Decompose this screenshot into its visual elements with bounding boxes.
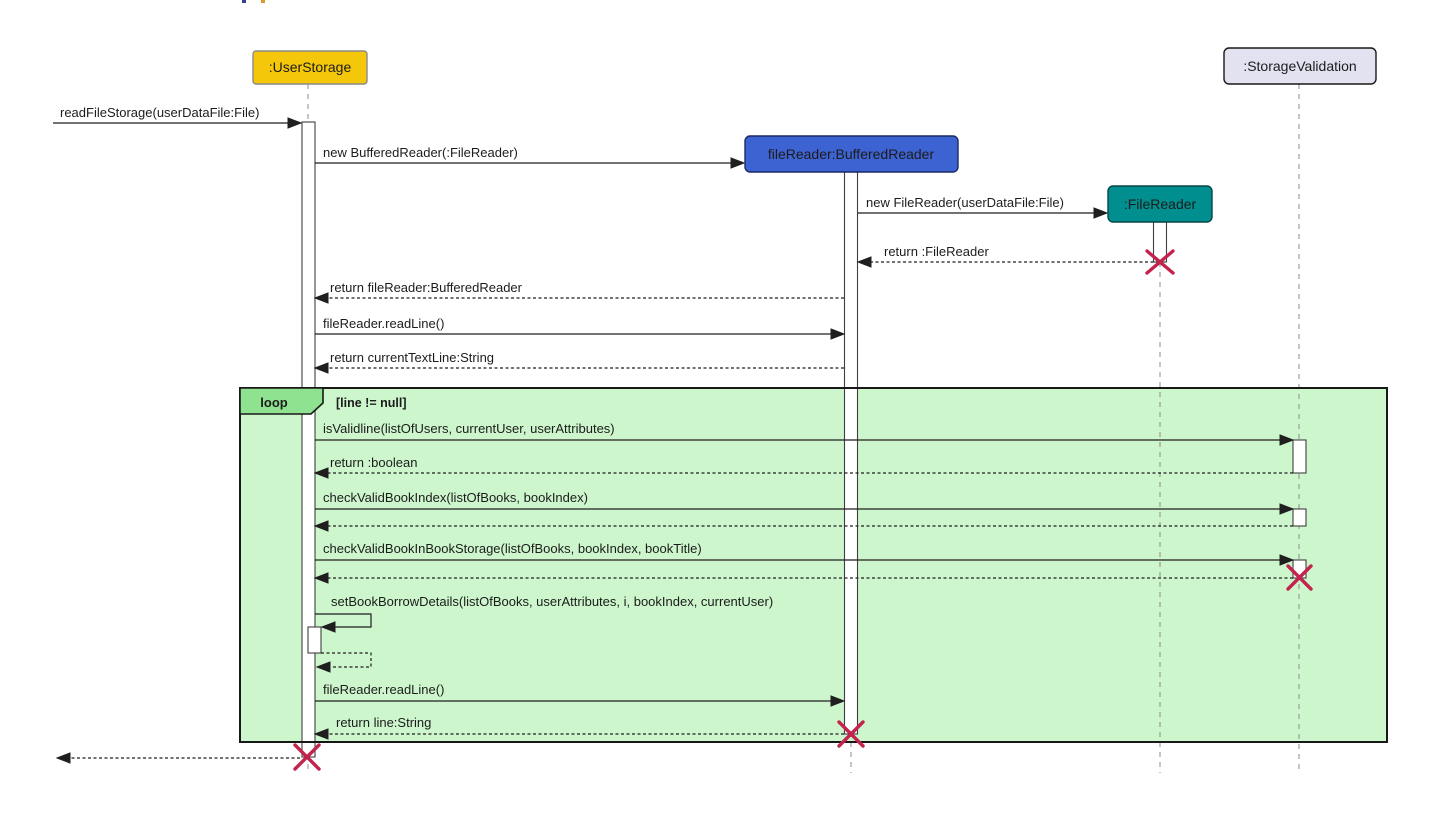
participant-box bbox=[1223, 47, 1377, 85]
participant-bufferedreader: fileReader:BufferedReader bbox=[744, 135, 959, 173]
message-label: isValidline(listOfUsers, currentUser, us… bbox=[323, 421, 615, 436]
message-final-return bbox=[55, 752, 300, 764]
participant-label: fileReader:BufferedReader bbox=[768, 146, 935, 162]
destroy-x-filereader bbox=[1145, 249, 1175, 275]
message-return-unlabeled-2 bbox=[313, 572, 1293, 584]
message-label: setBookBorrowDetails(listOfBooks, userAt… bbox=[331, 594, 773, 609]
message-label: checkValidBookIndex(listOfBooks, bookInd… bbox=[323, 490, 588, 505]
message-checkvalidbookindex: checkValidBookIndex(listOfBooks, bookInd… bbox=[315, 490, 1295, 515]
message-label: new BufferedReader(:FileReader) bbox=[323, 145, 518, 160]
message-setbookborrowdetails-self: setBookBorrowDetails(listOfBooks, userAt… bbox=[315, 594, 773, 633]
message-self-return bbox=[315, 652, 372, 673]
activation-storagevalidation-1 bbox=[1292, 439, 1307, 474]
message-isvalidline: isValidline(listOfUsers, currentUser, us… bbox=[315, 421, 1295, 446]
message-checkvalidbookinbookstorage: checkValidBookInBookStorage(listOfBooks,… bbox=[315, 541, 1295, 566]
message-readline-2: fileReader.readLine() bbox=[315, 682, 846, 707]
destroy-x-bufferedreader bbox=[837, 720, 865, 748]
message-return-bufferedreader: return fileReader:BufferedReader bbox=[313, 280, 844, 304]
message-return-unlabeled-1 bbox=[313, 520, 1293, 532]
participant-userstorage: :UserStorage bbox=[252, 50, 368, 85]
message-new-filereader: new FileReader(userDataFile:File) bbox=[858, 195, 1109, 219]
message-label: return fileReader:BufferedReader bbox=[330, 280, 523, 295]
message-label: return :boolean bbox=[330, 455, 417, 470]
loop-operator-label: loop bbox=[260, 395, 287, 410]
message-return-line: return line:String bbox=[313, 715, 844, 740]
participant-label: :UserStorage bbox=[269, 59, 352, 75]
participant-box bbox=[252, 50, 368, 85]
destroy-x-storagevalidation bbox=[1286, 564, 1313, 591]
loop-operator-pentagon bbox=[239, 387, 324, 415]
activation-storagevalidation-2 bbox=[1292, 508, 1307, 527]
message-new-bufferedreader: new BufferedReader(:FileReader) bbox=[315, 145, 746, 169]
artifact-mark bbox=[261, 0, 265, 3]
participant-filereader: :FileReader bbox=[1107, 185, 1213, 223]
participant-box bbox=[1107, 185, 1213, 223]
cropped-text-artifact bbox=[242, 0, 265, 3]
destroy-x-userstorage bbox=[293, 743, 321, 771]
participant-label: :FileReader bbox=[1124, 196, 1197, 212]
participant-box bbox=[744, 135, 959, 173]
activation-bufferedreader bbox=[843, 171, 859, 735]
message-label: readFileStorage(userDataFile:File) bbox=[60, 105, 259, 120]
message-label: return currentTextLine:String bbox=[330, 350, 494, 365]
participant-storagevalidation: :StorageValidation bbox=[1223, 47, 1377, 85]
message-readline-1: fileReader.readLine() bbox=[315, 316, 846, 340]
message-label: return line:String bbox=[336, 715, 431, 730]
message-label: fileReader.readLine() bbox=[323, 316, 444, 331]
activation-userstorage-nested bbox=[307, 626, 322, 654]
message-return-boolean: return :boolean bbox=[313, 455, 1293, 479]
message-label: return :FileReader bbox=[884, 244, 989, 259]
loop-fragment-body bbox=[240, 388, 1387, 742]
artifact-mark bbox=[242, 0, 246, 3]
activation-userstorage bbox=[301, 121, 316, 758]
participant-label: :StorageValidation bbox=[1243, 58, 1356, 74]
message-return-filereader: return :FileReader bbox=[856, 244, 1159, 268]
message-label: new FileReader(userDataFile:File) bbox=[866, 195, 1064, 210]
message-readfilestorage: readFileStorage(userDataFile:File) bbox=[53, 105, 303, 129]
message-return-currenttextline: return currentTextLine:String bbox=[313, 350, 844, 374]
loop-fragment-border bbox=[239, 387, 1388, 743]
message-label: fileReader.readLine() bbox=[323, 682, 444, 697]
message-label: checkValidBookInBookStorage(listOfBooks,… bbox=[323, 541, 702, 556]
loop-guard-label: [line != null] bbox=[336, 396, 406, 410]
